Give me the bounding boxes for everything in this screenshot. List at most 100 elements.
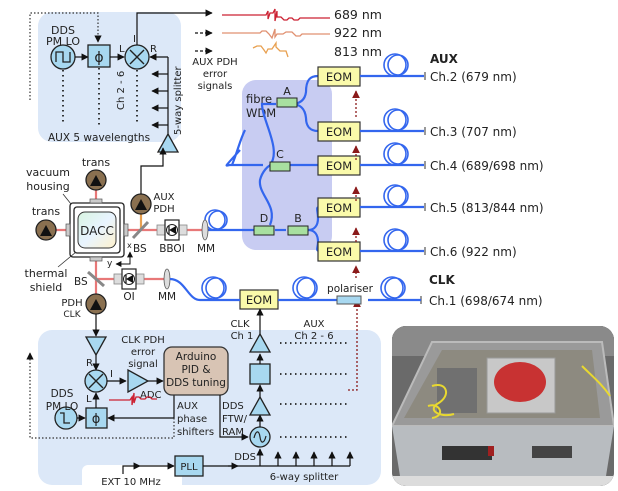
aux-channel-row: EOM Ch.5 (813/844 nm) [317,184,544,218]
six-way-splitter-label: 6-way splitter [270,472,339,483]
channel-label: Ch.5 (813/844 nm) [430,201,544,215]
oi-isolator [113,268,145,290]
polariser-label: polariser [327,283,374,295]
aux-ch-label-2: Ch 2 - 6 [294,331,333,342]
wdm-filter-d [253,225,275,236]
error-trace-922 [222,28,330,40]
pdh-clk-label-2: CLK [63,310,81,320]
aux-phase-shifter [87,44,111,68]
aux-header: AUX [430,52,459,66]
fibre-connector-icon [424,203,426,211]
wdm-label-fibre: fibre [246,92,272,106]
error-caption-3: signals [198,81,233,92]
channel-label: Ch.4 (689/698 nm) [430,159,544,173]
bboi-label: BBOI [159,243,185,255]
aux-phase-label-2: phase [177,414,207,425]
channel-label: Ch.2 (679 nm) [430,70,517,84]
ftw-label-3: RAM [222,427,244,438]
clk-panel [38,330,381,485]
channel-fibre-coil [360,228,425,253]
fibre-connector-icon [424,161,426,169]
axis-y-label: y [107,259,113,269]
error-label-689: 689 nm [334,7,382,22]
trigger-arrows [348,90,361,391]
clk-eom-label: EOM [246,293,272,307]
aux-chain-dotted-rows [280,342,348,438]
wdm-filter-b [287,225,309,236]
bs-clk-label: BS [74,276,88,288]
clk-amp-2-icon [248,395,272,416]
wdm-filter-d-label: D [260,212,268,225]
aux-ch-label-1: AUX [303,319,324,330]
thermal-label-2: shield [30,281,63,294]
channel-fibre-coil [360,142,425,167]
clk-mixer-I: I [110,369,113,380]
aux-splitter-label: 5-way splitter [173,66,184,135]
clk-ch-label-1: CLK [230,319,250,330]
trans-left-label: trans [32,205,61,218]
clk-pm-lo-label: PM LO [46,401,78,413]
mode-matching-lens-2 [163,268,171,290]
pdh-clk-label-1: PDH [61,298,82,309]
channel-fibre-coil [360,53,425,78]
clk-mixer-L: L [86,394,92,405]
polariser [336,295,362,305]
thermal-label-1: thermal [25,267,68,280]
error-caption-1: AUX PDH [192,57,237,68]
arduino-box [163,346,229,396]
error-label-922: 922 nm [334,25,382,40]
aux-channel-label: Ch 2 - 6 [116,71,127,110]
aux-phase-symbol: ϕ [94,50,103,66]
fibre-network [204,74,321,253]
aux-mixer-R: R [150,44,157,55]
arduino-label-1: Arduino [176,351,217,363]
aux-phase-feedback-dotted [26,352,175,439]
wdm-filter-a [276,97,298,108]
pll-label: PLL [180,462,198,473]
arduino-label-3: DDS tuning [166,377,226,389]
eom-label: EOM [326,201,352,215]
hardware-photo-illustration [392,326,614,486]
clk-phase-symbol: ϕ [92,412,101,427]
clk-mixer-R: R [86,358,93,369]
beamsplitter-clk [87,270,105,288]
clk-switch-box [249,363,271,385]
channel-label: Ch.6 (922 nm) [430,245,517,259]
channel-label: Ch.3 (707 nm) [430,125,517,139]
clk-dds-label: DDS [51,388,74,400]
aux-pdh-label-2: PDH [153,204,174,215]
mm-label-1: MM [197,243,215,255]
ftw-label-1: DDS [222,401,244,412]
wdm-filter-c [269,161,291,172]
axis-x-label: x [127,241,132,250]
clk-ch-label-2: Ch 1 [231,331,254,342]
clk-adc-amplifier-icon [127,368,150,394]
clk-error-trace [109,392,157,406]
dacc-cavity [77,211,117,249]
bs-aux-label: BS [133,243,147,255]
arduino-label-2: PID & [181,364,210,376]
aux-error-output-line [136,9,213,45]
error-trace-689 [222,8,330,22]
fibre-connector-icon [424,127,426,135]
oi-label: OI [123,291,134,303]
photodiode-pdh-clk [85,293,107,315]
aux-panel-footer: AUX 5 wavelengths [48,132,150,144]
aux-panel [38,12,181,142]
ext-label-bg [82,465,182,491]
aux-phase-label-1: AUX [177,401,198,412]
clk-fibre-line [169,276,421,302]
wdm-filter-c-label: C [276,148,284,161]
dacc-label: DACC [80,224,114,238]
wdm-filter-b-label: B [294,212,302,225]
channel-fibre-coil [360,184,425,209]
dds-label: DDS [234,452,256,463]
aux-feedback-dotted-line [29,12,102,100]
trans-top-label: trans [82,156,111,169]
aux-phase-label-3: shifters [177,427,214,438]
beamsplitter-aux [131,220,150,240]
